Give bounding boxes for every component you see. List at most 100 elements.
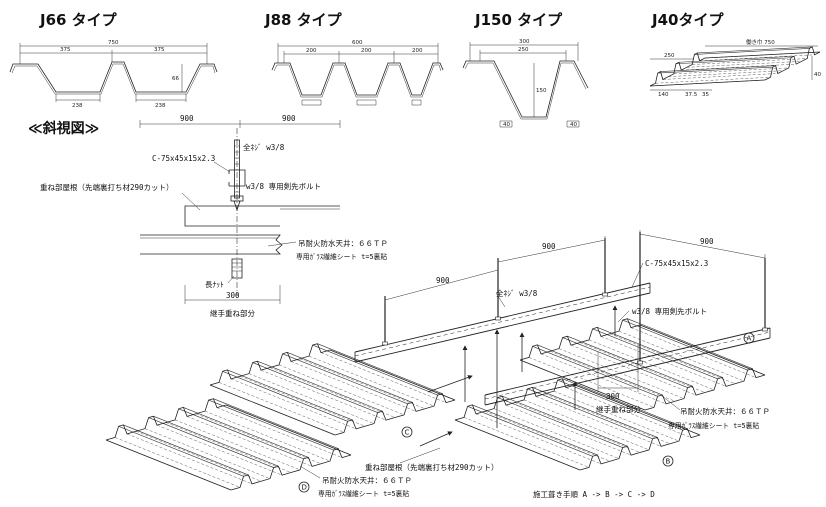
roof-sheet-d-rib-line (208, 399, 334, 451)
j88-total-width: 600 (352, 40, 363, 46)
roof-sheet-d-rib-line (114, 437, 241, 488)
j88-pitch-1: 200 (306, 48, 317, 54)
marker-c-letter: C (405, 429, 410, 437)
roof-sheet-b-rib-line (463, 417, 590, 468)
j40-height: 40 (814, 72, 821, 78)
roof-sheet-c-surface (210, 343, 455, 435)
j150-title: J150 タイプ (474, 11, 563, 29)
j88-profile: 600 200 200 200 (271, 40, 444, 106)
marker-a-letter: A (747, 335, 752, 343)
j66-pitch-right: 375 (154, 47, 165, 53)
roof-sheet-b-rib-line (484, 411, 611, 462)
perspective-joint-dimension (597, 344, 639, 392)
hanger-rod-3-nut (602, 292, 608, 297)
detail-long-nut-label: 長ﾅｯﾄ (205, 280, 224, 289)
roof-sheet-a-back-profile (644, 368, 766, 411)
roof-sheet-c-edge (209, 384, 336, 436)
marker-c: C (401, 426, 413, 438)
detail-rod-label: 全ﾈｼﾞ w3/8 (243, 142, 285, 152)
j40-panel-edge (704, 51, 821, 59)
perspective-overlap-roof: 重ね部屋根（先端裏打ち材290カット） (365, 462, 499, 472)
j40-panel-rib-line (657, 66, 773, 74)
roof-sheet-c-rib-line (222, 371, 348, 422)
j88-pitch-2: 200 (361, 48, 372, 54)
j40-panel-rib-line (673, 67, 789, 75)
roof-sheet-c-rib-line (278, 364, 405, 416)
j150-pitch: 250 (518, 47, 529, 53)
perspective-span-dimensions (384, 230, 766, 304)
perspective-joint-label: 継手重ね部分 (596, 404, 641, 414)
j88-pitch-3: 200 (412, 48, 423, 54)
perspective-joint-width: 300 (606, 392, 620, 401)
j40-panel-rib-line (694, 48, 810, 55)
j40-panel-rib-line (668, 70, 784, 77)
roof-sheet-d (105, 398, 352, 491)
roof-sheet-d-rib-line (135, 431, 262, 482)
roof-sheet-c-rib-line (317, 343, 443, 394)
roof-sheet-d-rib-line (213, 398, 339, 449)
roof-sheet-d-rib-line (165, 422, 292, 473)
purlin-lower-flange-line (484, 337, 771, 406)
roof-sheet-d-back-profile (230, 448, 352, 491)
roof-sheet-d-rib-line (183, 407, 309, 458)
detail-ceiling-label: 吊耐火防水天井：６６ＴＰ (298, 238, 388, 248)
perspective-sheet-right: 専用ｶﾞﾗｽ繊維シート t=5裏貼 (668, 421, 759, 430)
j40-bottom-1: 140 (658, 92, 669, 98)
detail-bolt-tip (233, 200, 241, 212)
j66-bottom-right: 238 (155, 103, 166, 109)
purlin-upper-flange-line (354, 292, 651, 363)
roof-sheet-c-rib-line (290, 361, 417, 412)
j66-total-width: 750 (108, 40, 119, 46)
j66-profile: 750 375 375 238 238 66 (9, 40, 218, 109)
hanger-rod-4 (637, 232, 643, 365)
roof-sheet-b-rib-line (557, 379, 683, 431)
j40-panel-rib-line (662, 73, 778, 80)
marker-c-circle (401, 426, 413, 438)
roof-sheet-b (454, 378, 701, 471)
j150-dimension-lines (469, 42, 580, 128)
roof-sheet-b-rib-line (497, 397, 623, 448)
j66-title: J66 タイプ (39, 11, 118, 29)
roof-sheet-c-edge (329, 349, 456, 401)
j40-panel-rib-line (697, 46, 813, 54)
marker-b-circle (662, 455, 674, 467)
roof-sheet-c-front-profile (209, 343, 331, 386)
detail-upper-roof-sheet (184, 205, 340, 227)
j40-working-width: 働き巾 750 (746, 38, 775, 46)
roof-sheet-c-rib-line (282, 353, 408, 405)
marker-d-circle (298, 481, 310, 493)
roof-sheet-a-rib-line (528, 357, 655, 408)
detail-span-dimension (139, 120, 341, 128)
detail-bolt-label: w3/8 専用剣先ボルト (246, 181, 321, 191)
roof-sheet-a-edge (639, 324, 766, 376)
roof-sheet-c-rib-line (257, 360, 383, 412)
detail-long-nut (231, 258, 243, 279)
perspective-ceiling-bottom: 吊耐火防水天井：６６ＴＰ (322, 475, 412, 485)
roof-sheet-d-edge (105, 439, 232, 491)
j40-panel-rib-line (699, 54, 815, 61)
roof-sheet-d-rib-line (174, 419, 301, 471)
roof-sheet-b-edge (574, 384, 701, 436)
roof-sheet-c-rib-line (269, 367, 396, 418)
purlin-lower (484, 327, 771, 406)
detail-threaded-rod (234, 139, 240, 199)
roof-sheet-b-surface (455, 378, 700, 470)
roof-sheet-d-rib-line (126, 433, 253, 485)
detail-purlin-c-channel (228, 169, 246, 187)
roof-sheet-a-rib-line (592, 328, 718, 380)
roof-sheet-d-front-profile (105, 398, 227, 441)
perspective-leaders (299, 262, 681, 479)
j88-dimension-lines (277, 43, 439, 106)
roof-sheet-d-rib-line (178, 408, 304, 460)
roof-sheet-a-front-profile (519, 318, 641, 361)
roof-sheet-b-edge (454, 419, 581, 471)
roof-sheet-a-rib-line (597, 327, 723, 378)
detail-joint-dimension (184, 285, 281, 304)
roof-sheet-b-rib-line (505, 404, 632, 456)
marker-b-letter: B (666, 458, 671, 466)
j40-panel-rib-line (676, 57, 792, 65)
roof-sheet-d-rib-line (144, 428, 271, 479)
roof-sheet-c-rib-line (260, 369, 387, 421)
detail-joint-width: 300 (226, 291, 240, 300)
